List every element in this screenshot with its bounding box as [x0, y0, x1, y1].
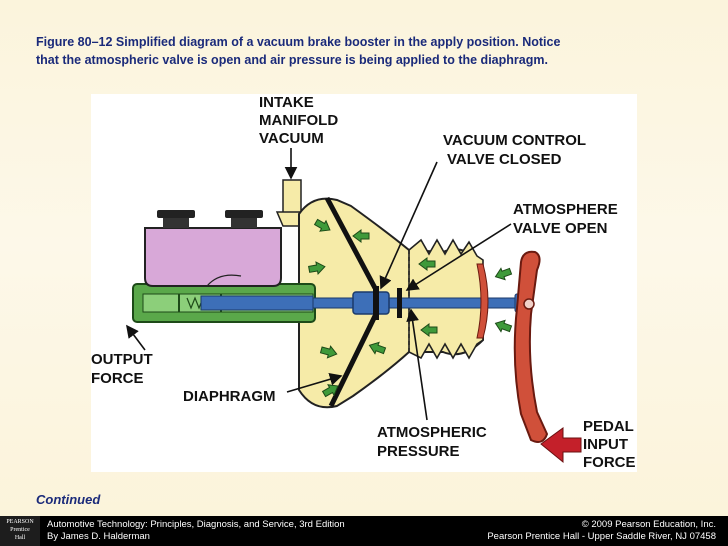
- fluid-reservoir: [144, 210, 282, 287]
- book-author: By James D. Halderman: [47, 531, 150, 542]
- brake-booster-diagram: INTAKE MANIFOLD VACUUM VACUUM CONTROL VA…: [91, 94, 637, 472]
- atmospheric-pressure-label: ATMOSPHERIC PRESSURE: [377, 424, 487, 460]
- rear-seal: [476, 263, 489, 339]
- airflow-arrows: [308, 218, 513, 398]
- svg-text:OUTPUT: OUTPUT: [91, 351, 153, 368]
- svg-text:INPUT: INPUT: [583, 436, 628, 453]
- caption-line-2: that the atmospheric valve is open and a…: [36, 53, 548, 67]
- book-title: Automotive Technology: Principles, Diagn…: [47, 519, 345, 530]
- continued-label: Continued: [36, 492, 101, 507]
- copyright-text: © 2009 Pearson Education, Inc.: [581, 519, 716, 530]
- book-info: Automotive Technology: Principles, Diagn…: [47, 519, 345, 543]
- diaphragm: [324, 196, 378, 408]
- svg-text:VALVE CLOSED: VALVE CLOSED: [447, 151, 562, 168]
- brake-pedal: [513, 250, 549, 443]
- pedal-input-arrow: [540, 427, 582, 464]
- svg-text:FORCE: FORCE: [583, 454, 636, 471]
- vacuum-fitting: [275, 179, 309, 227]
- figure-caption: Figure 80–12 Simplified diagram of a vac…: [36, 33, 676, 69]
- svg-text:MANIFOLD: MANIFOLD: [259, 112, 338, 129]
- footer-bar: PEARSON Prentice Hall Automotive Technol…: [0, 516, 728, 546]
- caption-line-1: Figure 80–12 Simplified diagram of a vac…: [36, 35, 561, 49]
- diaphragm-label: DIAPHRAGM: [183, 388, 276, 405]
- svg-text:ATMOSPHERIC: ATMOSPHERIC: [377, 424, 487, 441]
- intake-manifold-vacuum-label: INTAKE MANIFOLD VACUUM: [259, 94, 338, 147]
- svg-text:VACUUM CONTROL: VACUUM CONTROL: [443, 132, 586, 149]
- vacuum-control-valve-label: VACUUM CONTROL VALVE CLOSED: [443, 132, 586, 168]
- svg-text:VALVE OPEN: VALVE OPEN: [513, 220, 607, 237]
- copyright-info: © 2009 Pearson Education, Inc. Pearson P…: [487, 519, 716, 543]
- svg-text:PEDAL: PEDAL: [583, 418, 634, 435]
- publisher-logo: PEARSON Prentice Hall: [0, 516, 40, 546]
- svg-text:FORCE: FORCE: [91, 370, 144, 387]
- svg-text:ATMOSPHERE: ATMOSPHERE: [513, 201, 618, 218]
- output-force-label: OUTPUT FORCE: [91, 351, 153, 387]
- publisher-text: Pearson Prentice Hall - Upper Saddle Riv…: [487, 531, 716, 542]
- atmosphere-valve-label: ATMOSPHERE VALVE OPEN: [513, 201, 618, 237]
- svg-text:INTAKE: INTAKE: [259, 94, 314, 111]
- pedal-input-force-label: PEDAL INPUT FORCE: [583, 418, 636, 471]
- svg-text:PRESSURE: PRESSURE: [377, 443, 460, 460]
- svg-text:VACUUM: VACUUM: [259, 130, 324, 147]
